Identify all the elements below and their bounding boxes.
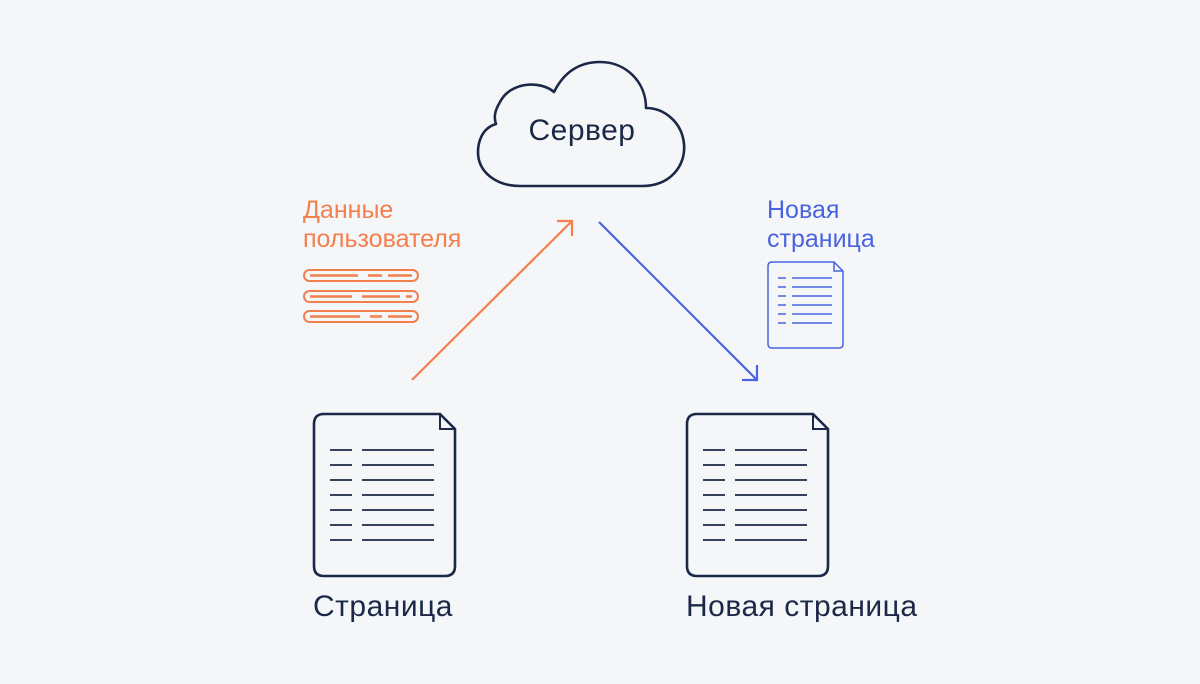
data-records-icon — [303, 269, 419, 323]
new-page-small-label: Новая страница — [767, 196, 875, 254]
arrow-down-right-icon — [598, 221, 759, 382]
user-data-label-line1: Данные — [303, 196, 394, 224]
new-page-small-label-line1: Новая — [767, 196, 840, 224]
arrow-up-right-icon — [411, 219, 574, 381]
new-page-label: Новая страница — [686, 590, 918, 623]
server-label: Сервер — [528, 114, 636, 147]
document-icon — [767, 261, 844, 349]
document-icon — [312, 412, 457, 578]
cloud-icon — [476, 60, 686, 188]
new-page-small-label-line2: страница — [767, 225, 875, 253]
user-data-label: Данные пользователя — [303, 196, 461, 254]
document-icon — [685, 412, 830, 578]
page-label: Страница — [313, 590, 453, 623]
user-data-label-line2: пользователя — [303, 225, 462, 253]
